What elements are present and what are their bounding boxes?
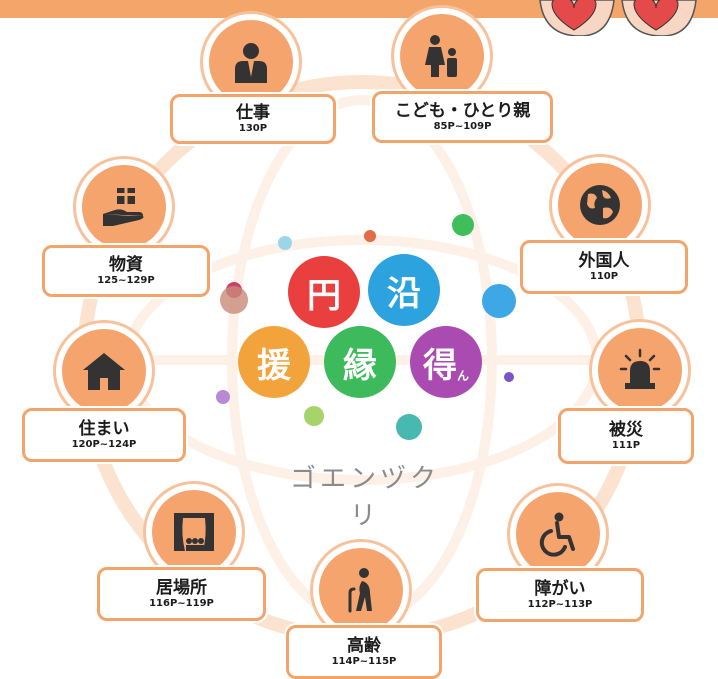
node-title: 居場所 xyxy=(156,578,207,598)
node-pages: 114P~115P xyxy=(331,656,397,667)
wheelchair-icon xyxy=(516,492,600,576)
decor-dot xyxy=(220,286,248,314)
label-box: 仕事 130P xyxy=(170,94,336,144)
node-pages: 130P xyxy=(238,123,268,134)
decor-dot xyxy=(482,284,516,318)
logo-char-toku: 得ん xyxy=(410,326,482,398)
gift-hand-icon xyxy=(82,165,166,249)
decor-dot xyxy=(304,406,324,426)
brand-name: ゴエンヅクリ xyxy=(289,464,440,531)
elderly-cane-icon xyxy=(319,548,403,632)
label-box: 居場所 116P~119P xyxy=(97,567,266,621)
decor-dot xyxy=(504,372,514,382)
logo-char-en-along: 沿 xyxy=(368,254,440,326)
node-title: 仕事 xyxy=(236,103,270,123)
logo-char-en-bond: 縁 xyxy=(324,326,396,398)
logo-char-en-help: 援 xyxy=(238,326,310,398)
logo-char-en: 円 xyxy=(288,256,360,328)
globe-icon xyxy=(558,163,642,247)
label-box: 被災 111P xyxy=(558,408,694,464)
node-pages: 116P~119P xyxy=(149,598,214,609)
decor-dot xyxy=(396,414,422,440)
node-title: 住まい xyxy=(78,419,130,439)
node-title: 物資 xyxy=(109,255,143,275)
node-pages: 120P~124P xyxy=(71,439,137,450)
center-logo: 円 沿 援 縁 得ん ゴエンヅクリ xyxy=(200,200,530,531)
hearts-illustration xyxy=(539,0,697,36)
decor-dot xyxy=(364,230,376,242)
decor-dot xyxy=(452,214,474,236)
top-banner-bar xyxy=(0,0,718,18)
label-box: こども・ひとり親 85P~109P xyxy=(372,91,553,143)
node-pages: 111P xyxy=(611,440,641,451)
node-title: 高齢 xyxy=(347,636,381,656)
node-title: 障がい xyxy=(534,579,586,599)
businessman-icon xyxy=(209,20,293,104)
node-title: 被災 xyxy=(609,420,643,440)
alarm-light-icon xyxy=(598,328,682,412)
node-title: こども・ひとり親 xyxy=(394,101,531,121)
node-pages: 125~129P xyxy=(97,275,155,286)
label-box: 物資 125~129P xyxy=(42,245,210,297)
house-icon xyxy=(62,329,146,413)
label-box: 高齢 114P~115P xyxy=(286,625,442,679)
node-title: 外国人 xyxy=(578,251,630,271)
parent-child-icon xyxy=(400,14,484,98)
decor-dot xyxy=(216,390,230,404)
node-pages: 112P~113P xyxy=(527,599,593,610)
node-pages: 85P~109P xyxy=(433,121,492,132)
label-box: 外国人 110P xyxy=(520,240,688,294)
label-box: 住まい 120P~124P xyxy=(22,408,186,462)
stage-curtain-icon xyxy=(152,490,236,574)
decor-dot xyxy=(278,236,292,250)
node-pages: 110P xyxy=(589,271,619,282)
label-box: 障がい 112P~113P xyxy=(476,568,644,622)
